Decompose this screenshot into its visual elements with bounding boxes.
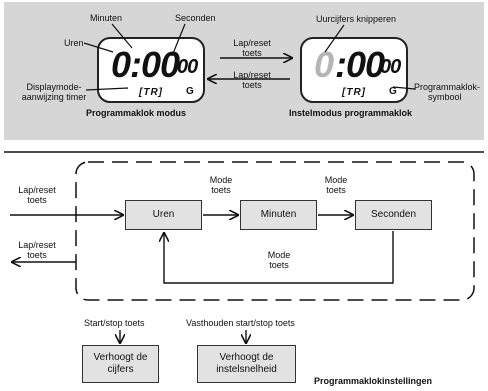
box-uren: Uren bbox=[125, 200, 202, 230]
caption-instelmodus-programmaklok: Instelmodus programmaklok bbox=[289, 108, 413, 118]
label-vasthouden-start-stop: Vasthouden start/stop toets bbox=[186, 318, 295, 328]
label-uren: Uren bbox=[64, 38, 84, 48]
box-verhoogt-instelsnelheid-line2: instelsnelheid bbox=[216, 364, 277, 375]
label-displaymode-line2: aanwijzing timer bbox=[21, 92, 87, 102]
arrow-seconden-uren bbox=[164, 231, 394, 284]
clock-symbol-icon: G bbox=[186, 86, 194, 97]
box-verhoogt-cijfers-line1: Verhoogt de bbox=[93, 352, 148, 363]
lcd-digits-minutes: :00 bbox=[335, 44, 385, 85]
label-mode-3-line2: toets bbox=[269, 260, 289, 270]
label-displaymode-line1: Displaymode- bbox=[26, 82, 82, 92]
lcd-digits-seconds: 00 bbox=[177, 56, 198, 78]
label-lap-reset-back-line2: toets bbox=[242, 80, 262, 90]
label-mode-1-line2: toets bbox=[211, 185, 231, 195]
label-lap-reset-out-line2: toets bbox=[27, 250, 47, 260]
label-mode-2-line1: Mode bbox=[324, 175, 348, 185]
pointer-minuten bbox=[111, 23, 133, 49]
label-lap-reset-forward-line2: toets bbox=[242, 48, 262, 58]
label-displaymode: Displaymode- aanwijzing timer bbox=[14, 82, 94, 102]
label-programmaklok-symbool-line2: symbool bbox=[428, 92, 462, 102]
label-lap-reset-in: Lap/reset toets bbox=[12, 185, 62, 205]
label-lap-reset-in-line1: Lap/reset bbox=[18, 185, 56, 195]
box-minuten: Minuten bbox=[240, 200, 317, 230]
dashed-frame bbox=[75, 161, 475, 301]
label-mode-3-line1: Mode bbox=[267, 250, 291, 260]
label-lap-reset-back: Lap/reset toets bbox=[222, 70, 282, 90]
label-start-stop: Start/stop toets bbox=[84, 318, 145, 328]
pointer-displaymode bbox=[85, 87, 129, 91]
label-lap-reset-forward: Lap/reset toets bbox=[222, 38, 282, 58]
box-verhoogt-instelsnelheid-line1: Verhoogt de bbox=[219, 352, 274, 363]
label-mode-1-line1: Mode bbox=[209, 175, 233, 185]
label-mode-2: Mode toets bbox=[311, 175, 361, 195]
label-uurcijfers-knipperen: Uurcijfers knipperen bbox=[316, 14, 397, 24]
label-lap-reset-back-line1: Lap/reset bbox=[233, 70, 271, 80]
label-lap-reset-out-line1: Lap/reset bbox=[18, 240, 56, 250]
lcd-digits-seconds: 00 bbox=[380, 56, 401, 78]
caption-programmaklok-modus: Programmaklok modus bbox=[86, 108, 187, 118]
label-minuten: Minuten bbox=[90, 13, 123, 23]
pointer-programmaklok-symbool bbox=[392, 86, 416, 90]
pointer-uurcijfers bbox=[324, 24, 345, 53]
label-lap-reset-in-line2: toets bbox=[27, 195, 47, 205]
lcd-display-programmaklok-modus: 0:00 00 [TR] G bbox=[97, 37, 205, 103]
box-seconden: Seconden bbox=[355, 200, 432, 230]
label-mode-1: Mode toets bbox=[196, 175, 246, 195]
label-mode-2-line2: toets bbox=[326, 185, 346, 195]
label-seconden: Seconden bbox=[175, 13, 216, 23]
lcd-mode-indicator: [TR] bbox=[342, 87, 366, 98]
lcd-mode-indicator: [TR] bbox=[139, 87, 163, 98]
label-programmaklok-symbool-line1: Programmaklok- bbox=[414, 82, 481, 92]
box-verhoogt-cijfers-line2: cijfers bbox=[107, 364, 134, 375]
label-mode-3: Mode toets bbox=[254, 250, 304, 270]
label-lap-reset-out: Lap/reset toets bbox=[12, 240, 62, 260]
label-programmaklok-symbool: Programmaklok- symbool bbox=[414, 82, 480, 102]
label-lap-reset-forward-line1: Lap/reset bbox=[233, 38, 271, 48]
lcd-display-instelmodus: 0 :00 00 [TR] G bbox=[300, 37, 408, 103]
lcd-digits-main: 0:00 bbox=[111, 44, 180, 85]
caption-programmaklokinstellingen: Programmaklokinstellingen bbox=[314, 376, 433, 386]
pointer-uren bbox=[83, 42, 114, 53]
pointer-seconden bbox=[171, 23, 186, 57]
lcd-digits-blinking-hour: 0 bbox=[314, 44, 334, 85]
clock-symbol-icon: G bbox=[389, 86, 397, 97]
